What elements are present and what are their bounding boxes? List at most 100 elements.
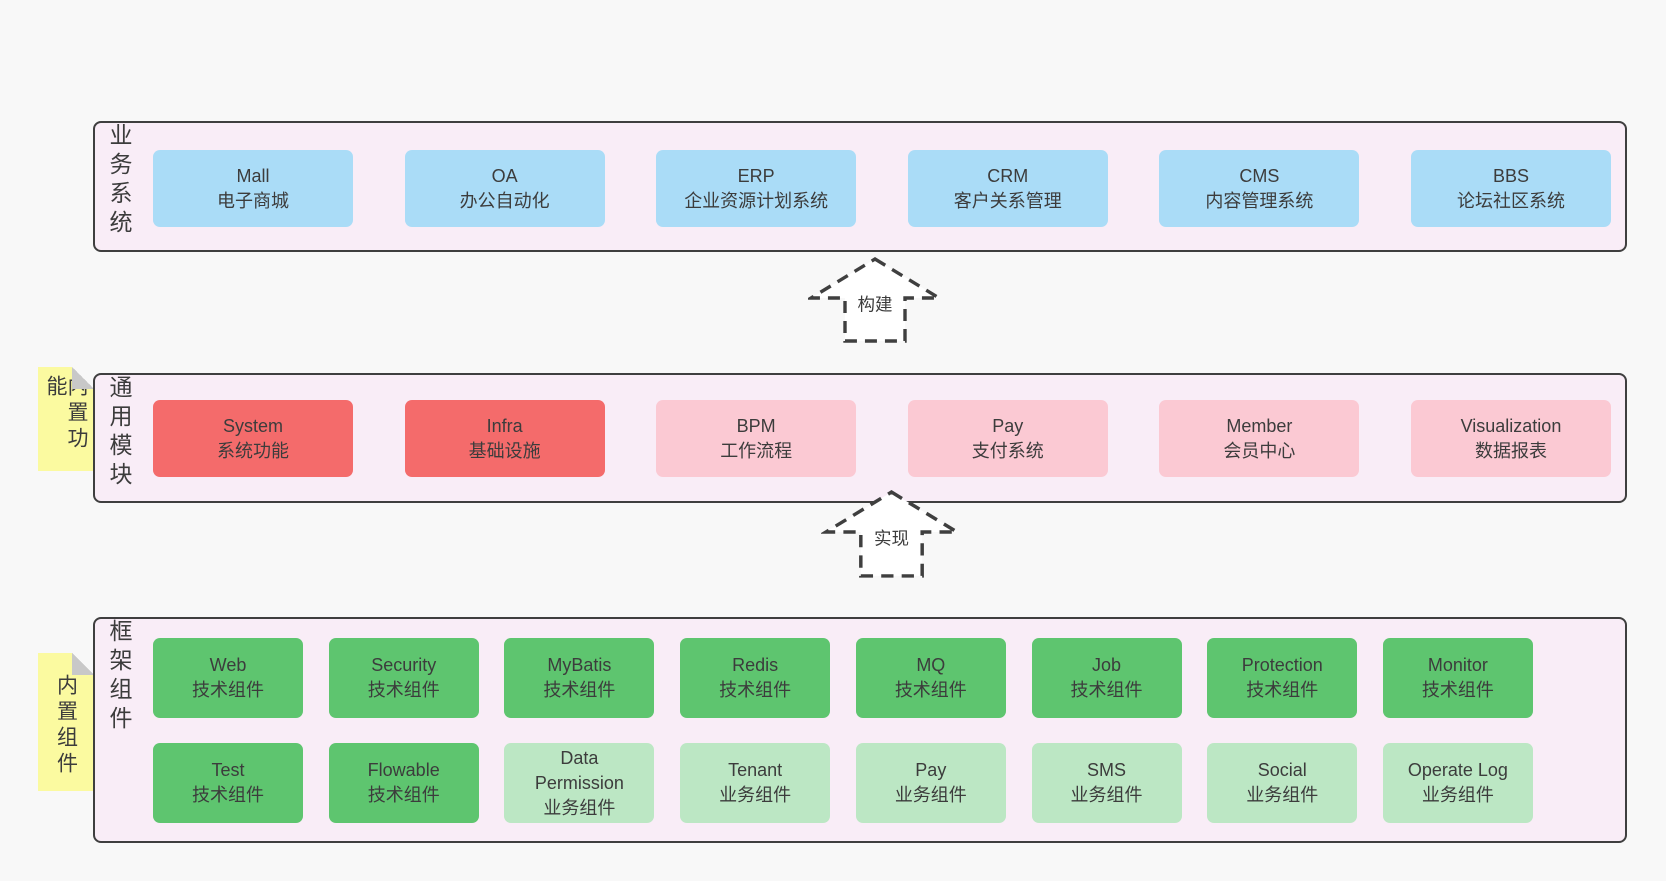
box-visualization: Visualization 数据报表 — [1410, 400, 1611, 477]
box-desc: 业务组件 — [543, 797, 616, 818]
box-mall: Mall 电子商城 — [153, 150, 353, 227]
box-name: BPM — [736, 415, 776, 436]
box-desc: 业务组件 — [894, 785, 967, 805]
box-name: MQ — [916, 655, 946, 675]
box-name: OA — [491, 165, 518, 186]
box-name: Monitor — [1427, 655, 1488, 675]
business-layer-label: 业务系统 — [106, 123, 132, 239]
box-name: Job — [1092, 655, 1122, 675]
implement-arrow-label: 实现 — [871, 524, 912, 552]
modules-layer-panel: 通用模块 System 系统功能 Infra 基础设施 BPM 工作流程 Pay… — [93, 373, 1627, 503]
box-desc: 系统功能 — [217, 440, 289, 461]
implement-arrow: 实现 — [821, 489, 962, 579]
box-name: Protection — [1241, 655, 1323, 675]
box-tenant: Tenant 业务组件 — [680, 743, 831, 823]
box-desc: 会员中心 — [1223, 440, 1296, 461]
box-name: BBS — [1492, 165, 1529, 186]
box-desc: 技术组件 — [367, 680, 440, 700]
box-member: Member 会员中心 — [1159, 400, 1360, 477]
box-name: ERP — [737, 165, 775, 186]
box-desc: 基础设施 — [468, 440, 541, 461]
builtin-features-note-label: 内置功能 — [44, 375, 88, 453]
box-flowable: Flowable 技术组件 — [328, 743, 479, 823]
components-layer-panel: 框架组件 Web 技术组件 Security 技术组件 MyBatis 技术组件… — [93, 617, 1627, 843]
box-desc: 内容管理系统 — [1205, 190, 1314, 211]
box-name: Visualization — [1460, 415, 1562, 436]
box-crm: CRM 客户关系管理 — [907, 150, 1108, 227]
modules-layer-label: 通用模块 — [106, 375, 132, 491]
box-desc: 业务组件 — [1246, 785, 1319, 805]
box-desc: 支付系统 — [971, 440, 1044, 461]
box-desc: 工作流程 — [720, 440, 793, 461]
build-arrow: 构建 — [808, 256, 942, 344]
box-pay: Pay 支付系统 — [907, 400, 1108, 477]
box-desc: 技术组件 — [719, 680, 792, 700]
box-name: Security — [371, 655, 437, 675]
box-social: Social 业务组件 — [1207, 743, 1358, 823]
builtin-features-note: 内置功能 — [38, 367, 94, 471]
box-desc: 电子商城 — [217, 190, 289, 211]
box-name: Flowable — [367, 760, 440, 780]
box-name: Pay — [992, 415, 1024, 436]
box-desc: 企业资源计划系统 — [684, 190, 829, 211]
builtin-components-note: 内置组件 — [38, 653, 94, 791]
box-name: Member — [1226, 415, 1293, 436]
box-name: Data Permission — [534, 747, 624, 793]
builtin-components-note-label: 内置组件 — [54, 674, 78, 778]
box-name: Redis — [732, 655, 779, 675]
box-pay-business: Pay 业务组件 — [855, 743, 1006, 823]
box-cms: CMS 内容管理系统 — [1159, 150, 1360, 227]
box-desc: 业务组件 — [719, 785, 792, 805]
box-name: Web — [209, 655, 247, 675]
component-boxes-grid: Web 技术组件 Security 技术组件 MyBatis 技术组件 Redi… — [153, 638, 1533, 823]
box-name: Operate Log — [1407, 760, 1508, 780]
note-fold-corner — [72, 367, 94, 389]
box-system: System 系统功能 — [153, 400, 353, 477]
box-security: Security 技术组件 — [328, 638, 479, 718]
box-bpm: BPM 工作流程 — [656, 400, 857, 477]
box-web: Web 技术组件 — [153, 638, 303, 718]
box-test: Test 技术组件 — [153, 743, 303, 823]
box-desc: 办公自动化 — [459, 190, 550, 211]
box-desc: 技术组件 — [1421, 680, 1494, 700]
box-oa: OA 办公自动化 — [404, 150, 605, 227]
box-name: Pay — [915, 760, 947, 780]
components-layer-label: 框架组件 — [106, 619, 132, 735]
box-redis: Redis 技术组件 — [680, 638, 831, 718]
box-name: Social — [1257, 760, 1307, 780]
component-boxes-row-1: Web 技术组件 Security 技术组件 MyBatis 技术组件 Redi… — [153, 638, 1533, 718]
box-desc: 技术组件 — [894, 680, 967, 700]
box-protection: Protection 技术组件 — [1207, 638, 1358, 718]
box-infra: Infra 基础设施 — [404, 400, 605, 477]
box-name: CRM — [987, 165, 1029, 186]
box-desc: 技术组件 — [192, 680, 264, 700]
box-name: Tenant — [728, 760, 783, 780]
box-desc: 技术组件 — [367, 785, 440, 805]
box-desc: 技术组件 — [1070, 680, 1143, 700]
note-fold-corner — [72, 653, 94, 675]
build-arrow-label: 构建 — [854, 290, 896, 318]
box-desc: 业务组件 — [1421, 785, 1494, 805]
box-desc: 客户关系管理 — [953, 190, 1062, 211]
box-desc: 技术组件 — [1246, 680, 1319, 700]
box-name: MyBatis — [547, 655, 612, 675]
box-name: Test — [211, 760, 245, 780]
module-boxes-row: System 系统功能 Infra 基础设施 BPM 工作流程 Pay 支付系统… — [153, 400, 1611, 477]
component-boxes-row-2: Test 技术组件 Flowable 技术组件 Data Permission … — [153, 743, 1533, 823]
box-name: CMS — [1239, 165, 1280, 186]
box-monitor: Monitor 技术组件 — [1382, 638, 1533, 718]
box-desc: 数据报表 — [1474, 440, 1547, 461]
box-mybatis: MyBatis 技术组件 — [504, 638, 655, 718]
business-layer-panel: 业务系统 Mall 电子商城 OA 办公自动化 ERP 企业资源计划系统 CRM… — [93, 121, 1627, 252]
box-desc: 业务组件 — [1070, 785, 1143, 805]
box-erp: ERP 企业资源计划系统 — [656, 150, 857, 227]
box-name: SMS — [1087, 760, 1127, 780]
box-name: System — [222, 415, 283, 436]
box-name: Infra — [486, 415, 523, 436]
box-desc: 技术组件 — [192, 785, 264, 805]
box-sms: SMS 业务组件 — [1031, 743, 1182, 823]
business-boxes-row: Mall 电子商城 OA 办公自动化 ERP 企业资源计划系统 CRM 客户关系… — [153, 150, 1611, 227]
box-name: Mall — [236, 165, 270, 186]
box-bbs: BBS 论坛社区系统 — [1410, 150, 1611, 227]
